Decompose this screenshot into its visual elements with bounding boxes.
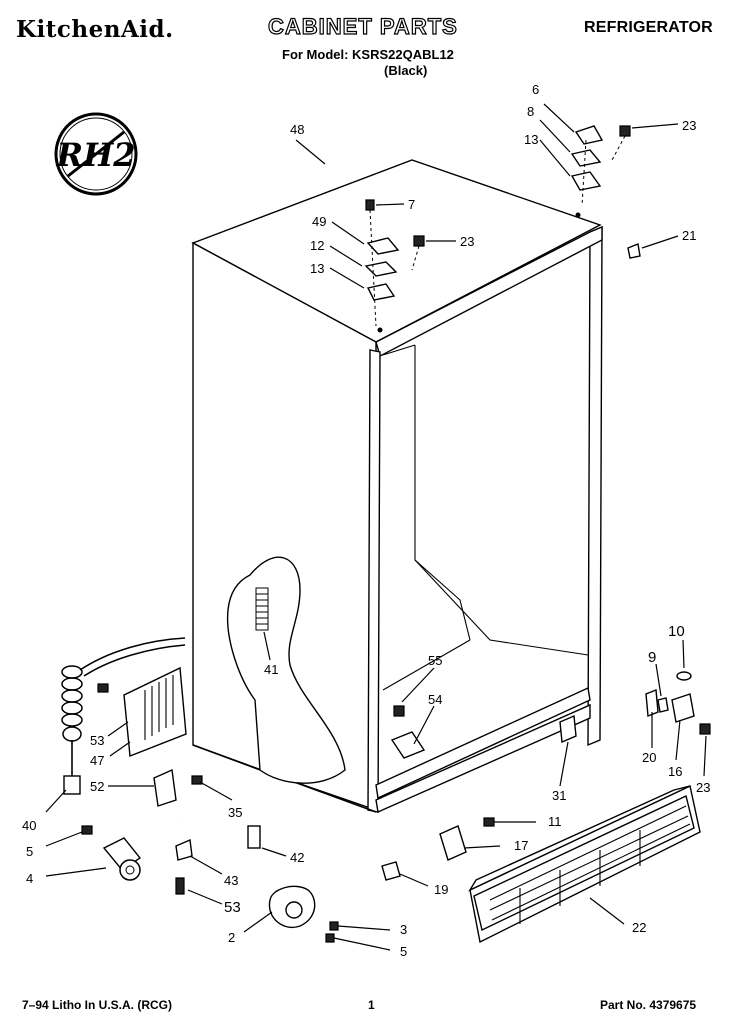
power-cord-part (61, 637, 186, 795)
callout-16: 16 (668, 764, 682, 779)
callout-21: 21 (682, 228, 696, 243)
callout-13-top-center: 13 (310, 261, 324, 276)
page-title: CABINET PARTS (267, 13, 458, 39)
bracket-54-part (390, 705, 426, 759)
callout-47: 47 (90, 753, 104, 768)
callout-labels: 48 6 8 13 23 7 49 23 12 13 21 10 9 55 54… (22, 82, 710, 959)
callout-17: 17 (514, 838, 528, 853)
product-category: REFRIGERATOR (584, 19, 713, 36)
callout-5-bottom: 5 (400, 944, 407, 959)
rh2-seal-icon: RH2 (54, 112, 138, 196)
top-right-hinge-parts (570, 125, 641, 259)
callout-6: 6 (532, 82, 539, 97)
top-left-hinge-parts (364, 199, 425, 327)
callout-43: 43 (224, 873, 238, 888)
callout-8: 8 (527, 104, 534, 119)
callout-42: 42 (290, 850, 304, 865)
callout-11: 11 (548, 814, 562, 829)
callout-13-top-right: 13 (524, 132, 538, 147)
callout-2: 2 (228, 930, 235, 945)
callout-53-upper: 53 (90, 733, 104, 748)
color-line: (Black) (384, 63, 428, 78)
callout-31: 31 (552, 788, 566, 803)
front-leveling-leg-part (268, 885, 339, 943)
callout-10: 10 (668, 623, 685, 640)
grille-mount-parts (381, 817, 495, 881)
callout-40: 40 (22, 818, 36, 833)
brand-logo: KitchenAid. (16, 16, 174, 43)
footer-part-number: Part No. 4379675 (600, 998, 697, 1012)
callout-3: 3 (400, 922, 407, 937)
callout-4: 4 (26, 871, 33, 886)
bottom-hinge-parts (645, 671, 711, 735)
callout-35: 35 (228, 805, 242, 820)
base-grille-part (468, 784, 701, 944)
bracket-52-part (153, 768, 203, 807)
callout-55: 55 (428, 653, 442, 668)
callout-41: 41 (264, 662, 278, 677)
callout-52: 52 (90, 779, 104, 794)
callout-23-top-right: 23 (682, 118, 696, 133)
compressor-cover-part (97, 666, 187, 757)
drain-tube-part (175, 819, 261, 895)
model-line: For Model: KSRS22QABL12 (282, 47, 454, 62)
drain-spring-part (255, 587, 269, 631)
callout-23-bottom-right: 23 (696, 780, 710, 795)
rear-caster-part (81, 825, 142, 881)
footer-page-number: 1 (368, 998, 375, 1012)
callout-5-left: 5 (26, 844, 33, 859)
footer-litho: 7–94 Litho In U.S.A. (RCG) (22, 998, 173, 1012)
callout-48: 48 (290, 122, 304, 137)
callout-49: 49 (312, 214, 326, 229)
leader-lines (45, 103, 707, 951)
callout-22: 22 (632, 920, 646, 935)
callout-12: 12 (310, 238, 324, 253)
callout-23-top-center: 23 (460, 234, 474, 249)
callout-20: 20 (642, 750, 656, 765)
callout-19: 19 (434, 882, 448, 897)
callout-9: 9 (648, 649, 656, 666)
bracket-31-part (559, 714, 577, 744)
callout-54: 54 (428, 692, 442, 707)
callout-7: 7 (408, 197, 415, 212)
callout-53-lower: 53 (224, 899, 241, 916)
